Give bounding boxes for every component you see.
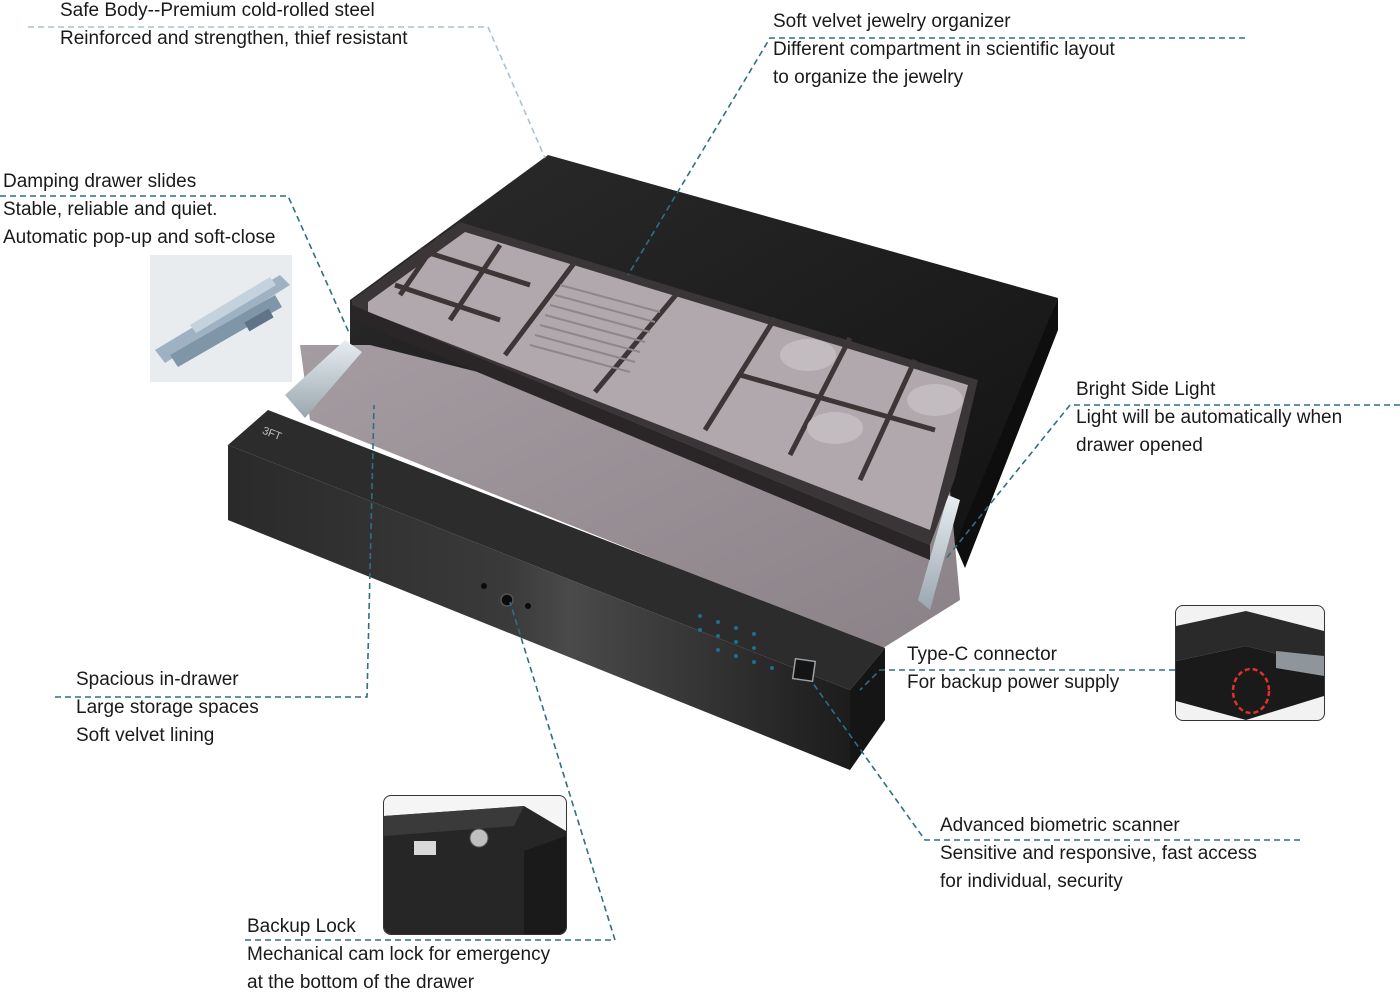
callout-in-drawer-desc-1: Large storage spaces	[76, 697, 259, 718]
leader-side-light	[944, 404, 1400, 561]
leader-slides	[0, 195, 351, 336]
callout-slides-desc-1: Stable, reliable and quiet.	[3, 199, 218, 220]
callout-side-light-desc-1: Light will be automatically when	[1076, 407, 1343, 428]
callout-organizer-title: Soft velvet jewelry organizer	[773, 11, 1011, 32]
drawer-front-top	[228, 410, 885, 690]
callout-type-c: Type-C connector For backup power supply	[907, 641, 1119, 697]
callout-type-c-desc: For backup power supply	[907, 672, 1120, 693]
left-slide-rail	[285, 340, 362, 418]
callout-in-drawer-title: Spacious in-drawer	[76, 669, 239, 690]
leader-biometric	[811, 681, 1300, 841]
callout-side-light: Bright Side Light Light will be automati…	[1076, 376, 1342, 460]
callout-safe-body: Safe Body--Premium cold-rolled steel Rei…	[60, 0, 407, 53]
callout-in-drawer: Spacious in-drawer Large storage spaces …	[76, 666, 259, 750]
callout-side-light-desc-2: drawer opened	[1076, 435, 1203, 456]
indicator-dot-left	[481, 583, 487, 589]
safe-body-right-side	[955, 298, 1058, 568]
callout-slides-desc-2: Automatic pop-up and soft-close	[3, 227, 276, 248]
leader-backup-lock	[245, 601, 617, 941]
drawer-front-end	[850, 648, 885, 770]
callout-safe-body-title: Safe Body--Premium cold-rolled steel	[60, 0, 375, 21]
ring-rolls	[529, 284, 661, 373]
leader-safe-body	[28, 26, 546, 159]
callout-organizer: Soft velvet jewelry organizer Different …	[773, 8, 1115, 92]
callout-backup-lock-desc-1: Mechanical cam lock for emergency	[247, 944, 551, 965]
backup-lock-thumbnail	[383, 795, 567, 935]
touch-keypad	[698, 614, 774, 670]
callout-backup-lock: Backup Lock Mechanical cam lock for emer…	[247, 913, 550, 997]
leader-in-drawer	[55, 404, 375, 698]
callout-side-light-title: Bright Side Light	[1076, 379, 1216, 400]
drawer-interior	[300, 345, 960, 650]
jewelry-tray-surface	[368, 232, 968, 530]
type-c-highlight-circle	[1231, 667, 1271, 715]
leader-lines	[0, 26, 1400, 941]
callout-safe-body-desc: Reinforced and strengthen, thief resista…	[60, 28, 408, 49]
callout-biometric-title: Advanced biometric scanner	[940, 815, 1180, 836]
callout-biometric-desc-2: for individual, security	[940, 871, 1123, 892]
callout-type-c-title: Type-C connector	[907, 644, 1057, 665]
leader-organizer	[627, 37, 1245, 276]
slides-thumbnail	[150, 255, 292, 382]
callout-organizer-desc-1: Different compartment in scientific layo…	[773, 39, 1115, 60]
leader-type-c	[859, 669, 1175, 691]
jewelry-tray-front	[352, 305, 930, 560]
callout-in-drawer-desc-2: Soft velvet lining	[76, 725, 215, 746]
fingerprint-scanner	[791, 657, 817, 683]
callout-biometric-desc-1: Sensitive and responsive, fast access	[940, 843, 1257, 864]
drawer-front-panel	[228, 445, 850, 770]
callout-backup-lock-title: Backup Lock	[247, 916, 356, 937]
type-c-thumbnail	[1175, 605, 1325, 721]
watch-pillows	[780, 339, 963, 444]
indicator-dot-right	[525, 603, 531, 609]
callout-backup-lock-desc-2: at the bottom of the drawer	[247, 972, 475, 993]
right-slide-rail	[918, 495, 960, 610]
callout-biometric: Advanced biometric scanner Sensitive and…	[940, 812, 1257, 896]
callout-slides: Damping drawer slides Stable, reliable a…	[3, 168, 276, 252]
callout-organizer-desc-2: to organize the jewelry	[773, 67, 964, 88]
callout-slides-title: Damping drawer slides	[3, 171, 197, 192]
